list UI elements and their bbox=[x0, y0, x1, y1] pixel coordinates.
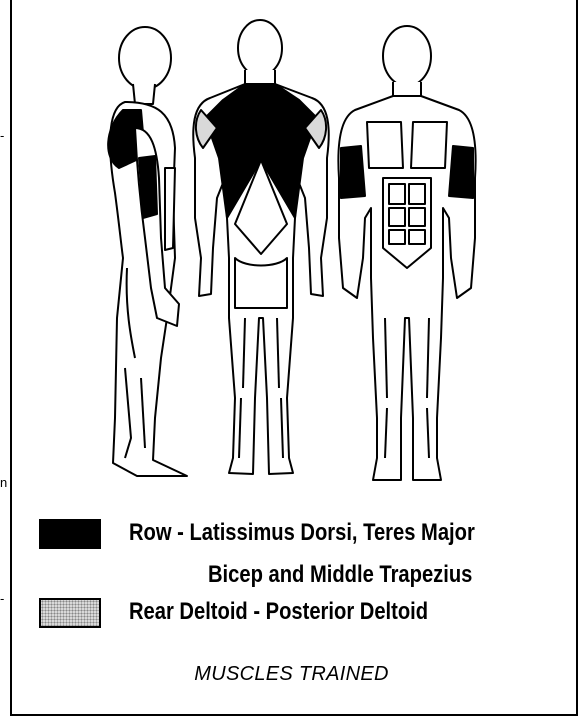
legend-label-row-line1: Row - Latissimus Dorsi, Teres Major bbox=[129, 519, 475, 547]
figure-caption: MUSCLES TRAINED bbox=[0, 663, 583, 686]
stray-mark-bottom: - bbox=[0, 591, 4, 606]
stray-mark-middle: n bbox=[0, 475, 7, 490]
muscle-diagram bbox=[95, 18, 485, 493]
legend-swatch-rear-deltoid bbox=[39, 598, 101, 628]
legend-label-row-line2: Bicep and Middle Trapezius bbox=[208, 561, 472, 589]
side-view-figure bbox=[108, 27, 187, 476]
front-view-figure bbox=[338, 26, 475, 480]
back-view-figure bbox=[193, 20, 329, 474]
legend-row bbox=[39, 519, 101, 549]
legend-swatch-row bbox=[39, 519, 101, 549]
legend-label-rear-deltoid: Rear Deltoid - Posterior Deltoid bbox=[129, 598, 428, 626]
stray-mark-top: - bbox=[0, 128, 4, 143]
legend-rear-deltoid bbox=[39, 598, 101, 628]
